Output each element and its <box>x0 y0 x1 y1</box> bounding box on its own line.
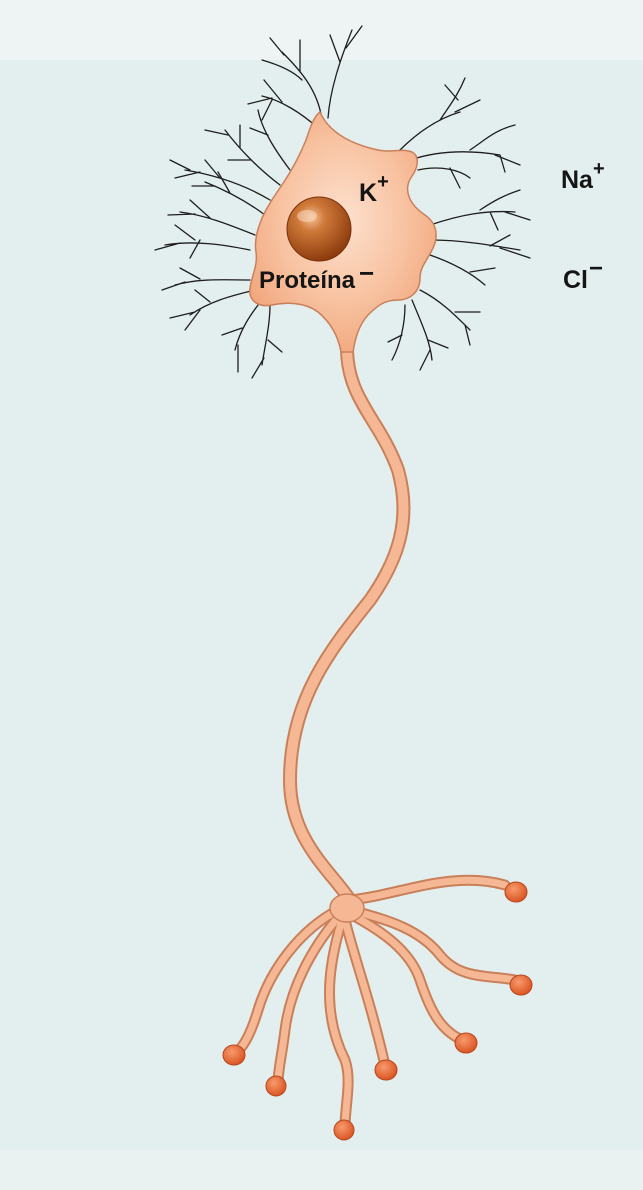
axon-terminal <box>266 1076 286 1096</box>
axon-branch-junction <box>330 894 364 922</box>
label-sodium: Na+ <box>561 168 605 193</box>
label-chloride: Cl− <box>563 268 603 293</box>
axon-terminal <box>334 1120 354 1140</box>
nucleus-highlight <box>297 210 317 222</box>
axon-terminal <box>455 1033 477 1053</box>
background-bottom-band <box>0 1150 643 1190</box>
label-protein: Proteína− <box>259 266 374 293</box>
axon-terminal <box>505 882 527 902</box>
background-top-band <box>0 0 643 60</box>
axon-terminal <box>510 975 532 995</box>
axon-terminal <box>375 1060 397 1080</box>
axon-terminal <box>223 1045 245 1065</box>
label-potassium: K+ <box>359 181 389 206</box>
nucleus <box>287 197 351 261</box>
